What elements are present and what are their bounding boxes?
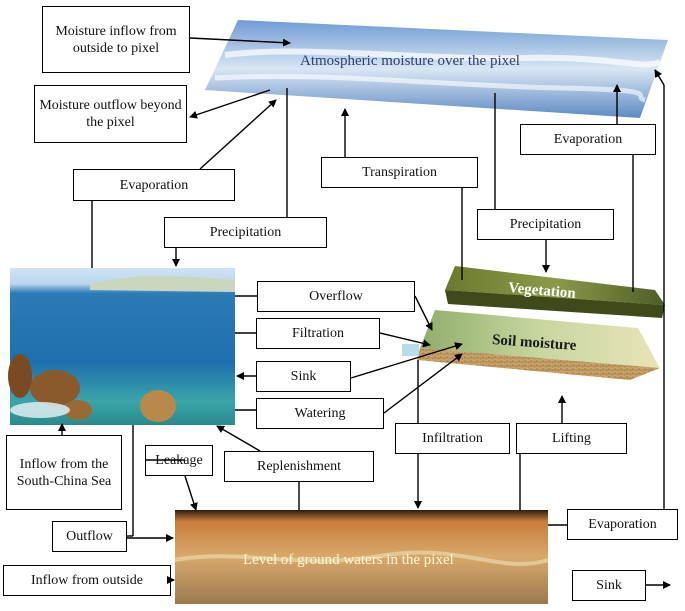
vegetation-image — [445, 266, 665, 305]
inflow-outside-pixel-box: Moisture inflow from outside to pixel — [42, 6, 190, 73]
arrow-outflow-pixel — [189, 89, 271, 119]
arrow-leakage — [184, 475, 198, 511]
arrow-filtration — [379, 332, 431, 348]
precipitation-veg-box: Precipitation — [477, 209, 614, 240]
atmosphere-image — [205, 20, 668, 118]
arrow-replenishment — [216, 425, 261, 452]
replenishment-box: Replenishment — [224, 451, 374, 482]
arrow-overflow — [414, 295, 433, 331]
arrow-sink — [350, 342, 463, 379]
transpiration-box: Transpiration — [321, 157, 478, 188]
watering-box: Watering — [256, 398, 384, 429]
groundwater-label: Level of ground waters in the pixel — [243, 552, 454, 568]
outflow-beyond-pixel-box: Moisture outflow beyond the pixel — [34, 85, 187, 143]
outflow-box: Outflow — [52, 521, 127, 552]
infiltration-box: Infiltration — [395, 423, 510, 454]
arrow-inflow-pixel — [189, 37, 291, 47]
soil-moisture-image — [420, 310, 660, 368]
overflow-box: Overflow — [257, 281, 415, 312]
precipitation-sea-box: Precipitation — [164, 217, 327, 248]
arrow-evap-ground — [654, 69, 665, 86]
evaporation-ground-box: Evaporation — [567, 509, 678, 540]
inflow-scs-box: Inflow from the South-China Sea — [6, 435, 122, 510]
sink-sea-box: Sink — [256, 361, 351, 392]
arrow-evap-sea — [199, 99, 277, 170]
arrow-watering — [383, 353, 463, 414]
atmosphere-label: Atmospheric moisture over the pixel — [300, 53, 520, 69]
filtration-box: Filtration — [256, 318, 380, 349]
lifting-box: Lifting — [516, 423, 627, 454]
evaporation-soil-box: Evaporation — [520, 124, 656, 155]
evaporation-sea-box: Evaporation — [73, 169, 235, 201]
sink-ground-box: Sink — [572, 570, 646, 601]
inflow-outside-box: Inflow from outside — [3, 565, 171, 596]
